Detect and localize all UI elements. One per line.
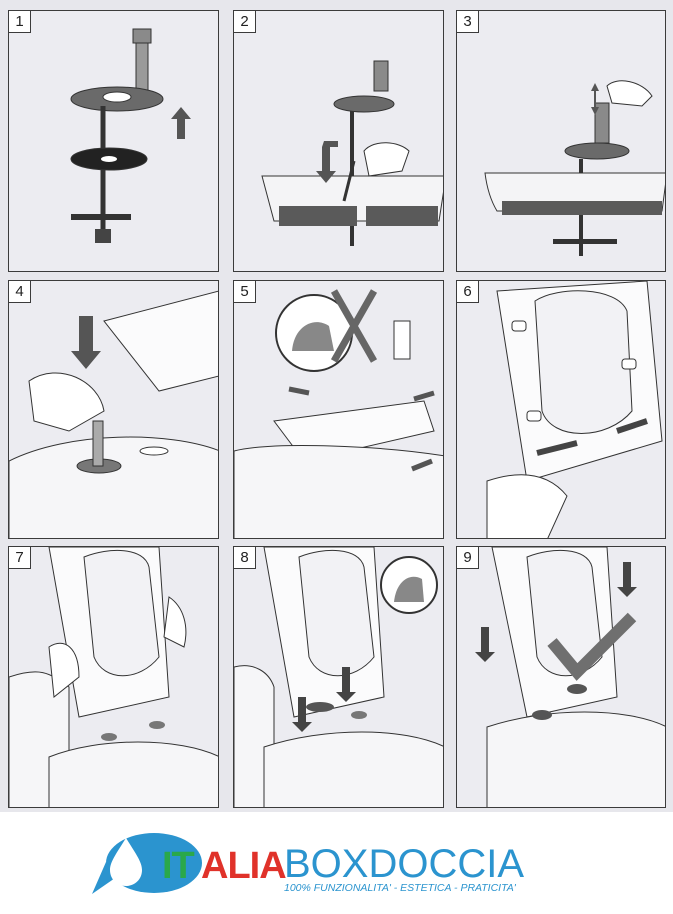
hand-icon (28, 372, 105, 432)
final-check-illustration (475, 547, 665, 807)
step-number: 6 (457, 281, 479, 303)
step-panel-6: 6 (456, 280, 666, 539)
step-number: 2 (234, 11, 256, 33)
step-panel-5: 5 (233, 280, 444, 539)
down-arrow-icon (475, 562, 637, 662)
instruction-sheet: 1 2 3 (0, 0, 673, 812)
brand-alia-text: ALIA (201, 845, 287, 888)
hand-icon (48, 642, 80, 698)
hand-icon (363, 142, 410, 177)
step-panel-8: 8 (233, 546, 444, 808)
bolt-insertion-illustration (261, 60, 443, 246)
up-down-arrow-icon (591, 83, 599, 115)
step-number: 8 (234, 547, 256, 569)
checkmark-icon (547, 612, 637, 681)
step-panel-9: 9 (456, 546, 666, 808)
seat-lift-illustration (486, 281, 663, 538)
seat-positioning-illustration (9, 547, 218, 807)
step-panel-1: 1 (8, 10, 219, 272)
cap-fitting-illustration (234, 547, 443, 807)
hand-icon (486, 474, 568, 538)
step-number: 5 (234, 281, 256, 303)
down-arrow-icon (292, 667, 356, 732)
down-arrow-icon (316, 141, 338, 183)
arrows-icon (536, 418, 648, 456)
hand-icon (163, 596, 187, 648)
down-arrow-icon (71, 316, 101, 369)
brand-ia-text: IA (249, 845, 287, 887)
step-panel-2: 2 (233, 10, 444, 272)
water-drop-logo-icon (92, 833, 202, 894)
step-number: 9 (457, 547, 479, 569)
seat-placement-illustration (234, 289, 443, 538)
step-panel-4: 4 (8, 280, 219, 539)
step-number: 3 (457, 11, 479, 33)
arrows-icon (288, 386, 435, 472)
hinge-mounting-illustration (9, 290, 218, 538)
step-panel-3: 3 (456, 10, 666, 272)
hand-icon (606, 80, 653, 107)
hinge-bolt-assembly-illustration (70, 28, 191, 243)
step-panel-7: 7 (8, 546, 219, 808)
brand-tagline: 100% FUNZIONALITA' - ESTETICA - PRATICIT… (284, 882, 516, 894)
brand-it-text: IT (162, 845, 195, 887)
brand-footer (0, 812, 673, 914)
up-arrow-icon (171, 107, 191, 139)
step-number: 7 (9, 547, 31, 569)
step-number: 4 (9, 281, 31, 303)
step-number: 1 (9, 11, 31, 33)
brand-al-text: AL (201, 845, 251, 887)
bolt-tightening-illustration (484, 80, 665, 256)
brand-boxdoccia-text: BOXDOCCIA (284, 842, 525, 886)
